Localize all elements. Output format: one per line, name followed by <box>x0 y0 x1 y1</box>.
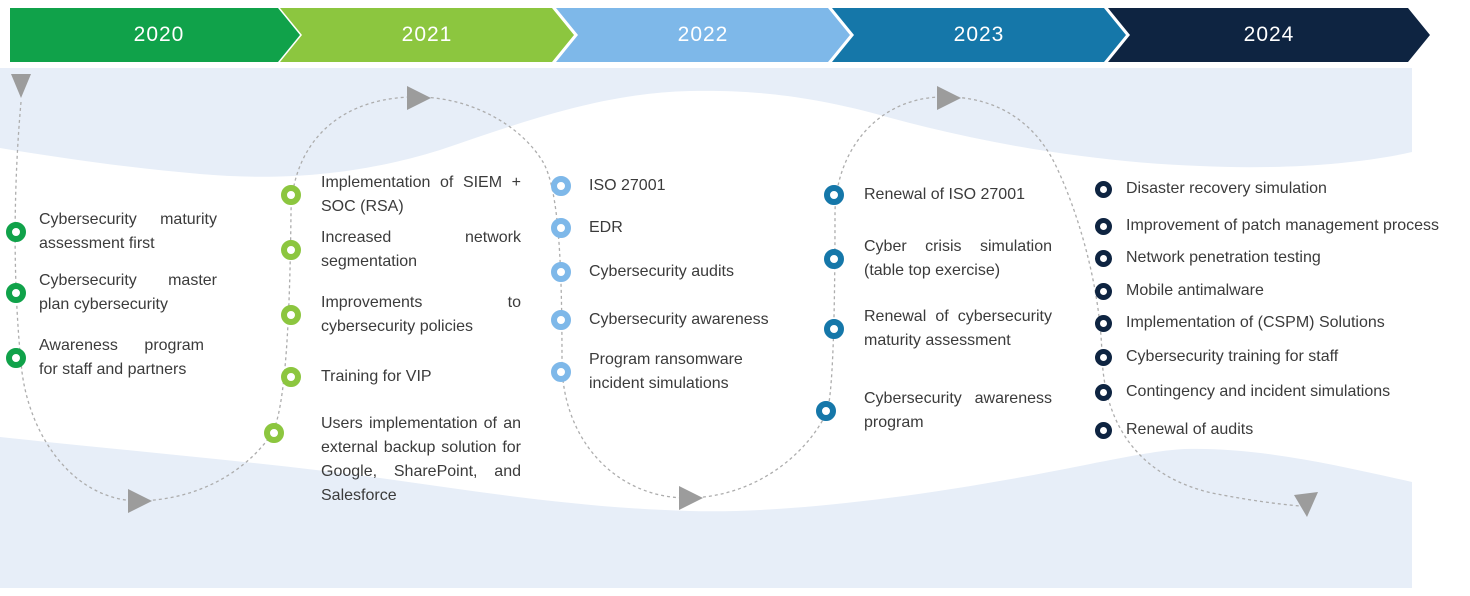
milestone-item: Cyber crisis simulation (table top exerc… <box>824 235 1052 283</box>
milestone-bullet-icon <box>281 305 301 325</box>
milestone-text: Implementation of SIEM + SOC (RSA) <box>321 174 521 215</box>
milestone-bullet-icon <box>551 176 571 196</box>
milestone-text: Mobile antimalware <box>1126 282 1264 299</box>
flow-arrow-right-icon <box>407 86 431 110</box>
milestone-bullet-icon <box>264 423 284 443</box>
milestone-bullet-icon <box>551 362 571 382</box>
milestone-bullet-icon <box>6 222 26 242</box>
flow-dashed-path <box>14 96 1301 507</box>
milestone-text: Improvements to cybersecurity policies <box>321 294 521 335</box>
milestone-text: Contingency and incident simulations <box>1126 383 1391 400</box>
milestone-item: Cybersecurity awareness program <box>816 387 1052 435</box>
year-banner: 2020 2021 2022 2023 2024 <box>0 0 1470 62</box>
chevron-2024: 2024 <box>1108 8 1430 62</box>
year-label-2023: 2023 <box>953 23 1005 46</box>
milestone-bullet-icon <box>1095 180 1112 198</box>
year-label-2020: 2020 <box>133 23 185 46</box>
flow-arrow-right-icon <box>679 486 703 510</box>
milestone-item: Renewal of audits <box>1095 418 1253 442</box>
milestone-text: Implementation of (CSPM) Solutions <box>1126 314 1385 331</box>
milestone-bullet-icon <box>1095 249 1112 267</box>
milestone-item: Program ransomware incident simulations <box>551 348 754 396</box>
milestone-bullet-icon <box>1095 217 1112 235</box>
flow-arrow-right-icon <box>937 86 961 110</box>
flow-arrow-down-icon <box>1294 492 1318 517</box>
flow-arrow-down-icon <box>11 74 31 98</box>
milestone-item: Awareness program for staff and partners <box>6 334 204 382</box>
milestone-bullet-icon <box>281 367 301 387</box>
milestone-item: Renewal of ISO 27001 <box>824 183 1052 207</box>
milestone-bullet-icon <box>281 185 301 205</box>
chevron-2020: 2020 <box>10 8 300 62</box>
milestone-bullet-icon <box>281 240 301 260</box>
milestone-text: EDR <box>589 219 623 236</box>
milestone-text: Cybersecurity training for staff <box>1126 348 1339 365</box>
milestone-bullet-icon <box>816 401 836 421</box>
milestone-bullet-icon <box>551 262 571 282</box>
milestone-bullet-icon <box>1095 383 1112 401</box>
milestone-text: Training for VIP <box>321 368 432 385</box>
milestone-item: Network penetration testing <box>1095 246 1321 270</box>
milestone-item: EDR <box>551 216 623 240</box>
milestone-item: Increased network segmentation <box>281 226 521 274</box>
milestone-text: Improvement of patch management process <box>1126 217 1440 234</box>
chevron-2022: 2022 <box>556 8 850 62</box>
milestone-bullet-icon <box>1095 421 1112 439</box>
year-label-2024: 2024 <box>1243 23 1295 46</box>
milestone-bullet-icon <box>1095 314 1112 332</box>
milestone-text: Renewal of ISO 27001 <box>864 186 1025 203</box>
milestone-text: Program ransomware incident simulations <box>589 351 743 392</box>
milestone-text: Cybersecurity master plan cybersecurity <box>39 272 217 313</box>
year-label-2021: 2021 <box>401 23 453 46</box>
chevron-2023: 2023 <box>832 8 1126 62</box>
milestone-bullet-icon <box>6 348 26 368</box>
milestone-item: Renewal of cybersecurity maturity assess… <box>824 305 1052 353</box>
year-label-2022: 2022 <box>677 23 729 46</box>
milestone-item: Improvements to cybersecurity policies <box>281 291 521 339</box>
milestone-text: Cyber crisis simulation (table top exerc… <box>864 238 1052 279</box>
wave-band-top <box>0 68 1412 177</box>
chevron-2021: 2021 <box>280 8 574 62</box>
milestone-text: Renewal of cybersecurity maturity assess… <box>864 308 1052 349</box>
milestone-item: Cybersecurity training for staff <box>1095 345 1338 369</box>
milestone-item: Cybersecurity awareness <box>551 308 769 332</box>
milestone-text: Increased network segmentation <box>321 229 521 270</box>
milestone-bullet-icon <box>824 319 844 339</box>
milestone-text: Cybersecurity audits <box>589 263 734 280</box>
milestone-bullet-icon <box>551 310 571 330</box>
milestone-bullet-icon <box>1095 348 1112 366</box>
milestone-bullet-icon <box>824 185 844 205</box>
milestone-text: Renewal of audits <box>1126 421 1254 438</box>
milestone-item: Users implementation of an external back… <box>264 412 521 508</box>
milestone-item: Training for VIP <box>281 365 521 389</box>
milestone-item: Implementation of (CSPM) Solutions <box>1095 311 1385 335</box>
milestone-item: ISO 27001 <box>551 174 666 198</box>
milestone-item: Mobile antimalware <box>1095 279 1264 303</box>
milestone-item: Implementation of SIEM + SOC (RSA) <box>281 171 521 219</box>
milestone-item: Contingency and incident simulations <box>1095 380 1390 404</box>
milestone-text: Awareness program for staff and partners <box>39 337 204 378</box>
milestone-item: Disaster recovery simulation <box>1095 177 1327 201</box>
milestone-bullet-icon <box>6 283 26 303</box>
milestone-item: Cybersecurity master plan cybersecurity <box>6 269 217 317</box>
milestone-item: Cybersecurity audits <box>551 260 734 284</box>
milestone-text: Network penetration testing <box>1126 249 1321 266</box>
milestone-text: Cybersecurity awareness <box>589 311 769 328</box>
milestone-item: Cybersecurity maturity assessment first <box>6 208 217 256</box>
milestone-text: ISO 27001 <box>589 177 666 194</box>
wave-band-bottom <box>0 437 1412 588</box>
flow-arrow-right-icon <box>128 489 152 513</box>
milestone-text: Disaster recovery simulation <box>1126 180 1327 197</box>
milestone-item: Improvement of patch management process <box>1095 214 1439 238</box>
milestone-text: Users implementation of an external back… <box>321 415 521 504</box>
milestone-bullet-icon <box>551 218 571 238</box>
milestone-text: Cybersecurity awareness program <box>864 390 1052 431</box>
milestone-bullet-icon <box>1095 282 1112 300</box>
milestone-bullet-icon <box>824 249 844 269</box>
milestone-text: Cybersecurity maturity assessment first <box>39 211 217 252</box>
